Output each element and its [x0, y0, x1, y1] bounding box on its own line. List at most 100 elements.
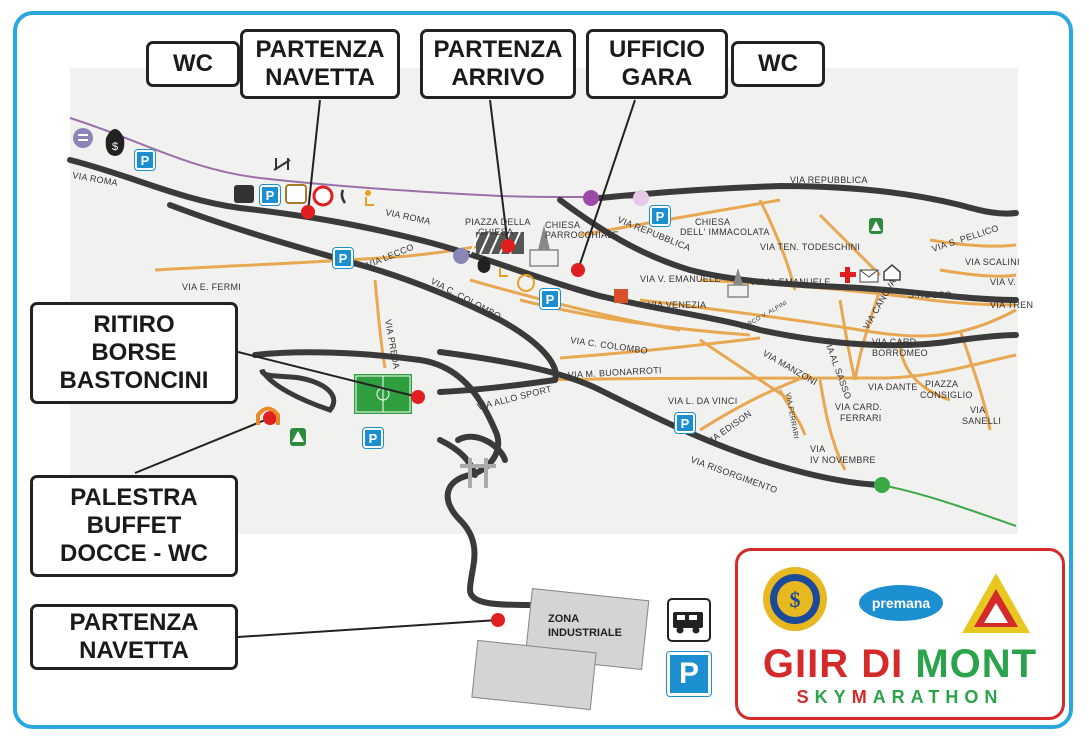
marker-ufficio-gara: [571, 263, 585, 277]
sport-loop-road: [259, 368, 337, 413]
callout-partenza-navetta-bottom: PARTENZA NAVETTA: [30, 604, 238, 670]
gym-icon: [256, 406, 280, 425]
zona-industriale-label: ZONA INDUSTRIALE: [548, 613, 622, 639]
info-icon: [73, 128, 93, 148]
church-icon: [529, 225, 749, 298]
callout-partenza-arrivo: PARTENZA ARRIVO: [420, 29, 576, 99]
marker-ritiro-borse: [411, 390, 425, 404]
zona-industriale-block-2: [471, 639, 597, 711]
street-label: VIA L. DA VINCI: [668, 396, 738, 406]
junction-pink: [633, 190, 649, 206]
premana-logo: premana: [859, 585, 943, 621]
cemetery-cross-icon: [460, 458, 496, 488]
purple-road: [69, 117, 641, 199]
atm-icon: [234, 185, 254, 203]
street-label: S.ROCCO: [908, 290, 952, 300]
street-label: VIA VENEZIA: [648, 300, 706, 310]
street-label: CHIESA: [695, 217, 730, 227]
street-label: VIA E. FERMI: [182, 282, 241, 292]
street-label: VIA TREN: [990, 300, 1033, 310]
parking-icon: P: [362, 427, 384, 449]
info-point-icon: [517, 274, 535, 292]
wheelchair-icon-2: [499, 268, 508, 277]
fire-icon: [614, 289, 628, 303]
street-label: VIA CANOVA: [861, 277, 898, 331]
street-label: VIA V. EMANUELE: [750, 277, 831, 287]
junction-green: [874, 477, 890, 493]
callout-palestra: PALESTRA BUFFET DOCCE - WC: [30, 475, 238, 577]
parking-icon: P: [539, 288, 561, 310]
marker-partenza-navetta: [301, 205, 315, 219]
svg-text:premana: premana: [872, 595, 931, 611]
triangle-badge-logo: [962, 573, 1030, 633]
tree-icon: [290, 428, 306, 446]
street-label: PIAZZA: [925, 379, 958, 389]
marker-partenza-arrivo: [501, 239, 515, 253]
street-label: VIA V.: [990, 277, 1016, 287]
wheelchair-icon: [365, 190, 371, 196]
phone-icon: [340, 189, 347, 204]
street-label: VIA V. EMANUELE: [640, 274, 721, 284]
parking-icon-large: P: [666, 651, 712, 697]
street-label: BORROMEO: [872, 348, 928, 358]
camper-icon: [667, 598, 711, 642]
brand-title: GIIR DI MONT: [762, 642, 1038, 686]
junction-purple: [583, 190, 599, 206]
house-icon: [883, 264, 901, 281]
parking-icon: P: [649, 205, 671, 227]
street-label: PARROCCHIALE: [545, 230, 619, 240]
green-road: [881, 484, 1017, 527]
parking-icon: P: [332, 247, 354, 269]
street-label: CHIESA: [478, 227, 513, 237]
street-label: VIA CARD.: [872, 337, 919, 347]
street-label: VIA ROMA: [385, 207, 432, 226]
brand-subtitle: SKYMARATHON: [796, 687, 1004, 707]
street-label: FERRARI: [840, 413, 882, 423]
parking-icon: P: [134, 149, 156, 171]
street-label: VIA SCALINI: [965, 257, 1020, 267]
street-label: VIA DANTE: [868, 382, 918, 392]
callout-partenza-navetta-top: PARTENZA NAVETTA: [240, 29, 400, 99]
callout-wc-right: WC: [731, 41, 825, 87]
playground-icon: [273, 158, 291, 171]
street-label: CHIESA: [545, 220, 580, 230]
street-label: VIA TEN. TODESCHINI: [760, 242, 860, 252]
street-label: PARCO V. ALPINI: [740, 300, 789, 331]
parking-icon: P: [674, 412, 696, 434]
info-icon-2: [453, 248, 469, 264]
street-label: VIA REPUBBLICA: [790, 175, 868, 185]
street-label: VIA M. BUONARROTI: [568, 365, 663, 380]
location-markers: [263, 205, 585, 627]
marker-palestra: [263, 411, 277, 425]
callout-ritiro-borse: RITIRO BORSE BASTONCINI: [30, 302, 238, 404]
street-label: VIA C. COLOMBO: [429, 276, 503, 322]
first-aid-icon: [840, 267, 856, 283]
first-aid-icon-2: [312, 185, 334, 207]
tree-icon-2: [869, 218, 883, 234]
callout-lines: [134, 99, 636, 638]
brand-logo-box: $ premana GIIR DI MONT SKYMARATHON: [735, 548, 1065, 720]
street-label: VIA: [810, 444, 825, 454]
callout-ufficio-gara: UFFICIO GARA: [586, 29, 728, 99]
street-label: VIA S. PELLICO: [931, 223, 1000, 254]
monument-icon: [285, 184, 307, 204]
svg-text:$: $: [112, 141, 118, 153]
parking-icon: P: [259, 184, 281, 206]
money-bag-icon: [105, 129, 125, 156]
marker-partenza-navetta-bottom: [491, 613, 505, 627]
seal-logo: $: [763, 567, 827, 631]
street-label: VIA CARD.: [835, 402, 882, 412]
street-label: CONSIGLIO: [920, 390, 973, 400]
street-label: PIAZZA DELLA: [465, 217, 531, 227]
brand-emblems: $ premana: [763, 567, 1030, 633]
main-roads: [67, 157, 1019, 608]
svg-text:$: $: [790, 587, 801, 612]
street-label: VIA: [970, 405, 985, 415]
street-label: IV NOVEMBRE: [810, 455, 876, 465]
services-cluster: [840, 264, 901, 283]
via-roma-icon-row: [234, 184, 535, 292]
money-bag-icon-2: [477, 257, 491, 273]
street-label: DELL' IMMACOLATA: [680, 227, 770, 237]
street-label: VIA PREDA: [383, 319, 402, 370]
